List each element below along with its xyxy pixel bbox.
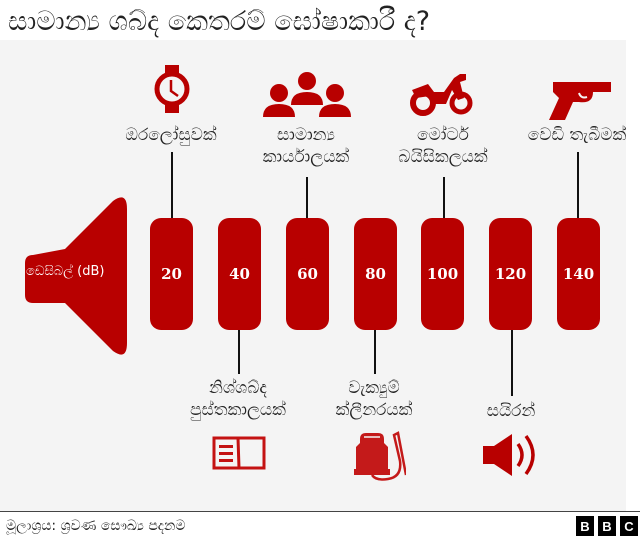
siren-speaker-icon [482,432,542,482]
connector-line [171,152,173,218]
bbc-logo-letter: B [598,516,616,536]
bar-100: 100 [421,218,464,330]
label-siren: සයිරන් [486,401,536,421]
speaker-icon [25,195,129,357]
gun-icon [549,80,613,124]
chart-title: සාමාන්‍ය ශබ්ද කෙතරම් ඝෝෂාකාරී ද? [8,6,431,37]
people-icon [262,71,352,121]
bar-40: 40 [218,218,261,330]
label-gun: වෙඩි තැබීමක් [527,125,627,145]
bbc-logo: B B C [576,516,638,536]
bbc-logo-letter: C [620,516,638,536]
connector-line [577,152,579,218]
source-note: මූලාශ්‍රය: ශ්‍රවණ සෞඛ්‍ය පදනම [6,518,186,534]
connector-line [443,177,445,218]
connector-line [238,330,240,374]
bar-120: 120 [489,218,532,330]
bar-20: 20 [150,218,193,330]
label-office: සාමාන්‍ය කාර්යාලයක් [262,125,350,167]
watch-icon [152,65,192,117]
connector-line [306,177,308,218]
footer-divider [0,511,640,512]
bar-60: 60 [286,218,329,330]
bar-140: 140 [557,218,600,330]
book-icon [212,436,266,474]
bbc-logo-letter: B [576,516,594,536]
motorcycle-icon [410,70,474,120]
bar-80: 80 [354,218,397,330]
connector-line [511,330,513,396]
label-library: නිශ්ශබ්ද පුස්තකාලයක් [190,378,286,420]
vacuum-cleaner-icon [350,431,408,487]
label-vacuum: වැක්‍යුම් ක්ලීනරයක් [335,378,413,420]
label-motorcycle: මෝටර් බයිසිකලයක් [398,125,488,167]
unit-label: ඩෙසිබල් (dB) [26,264,105,279]
label-watch: ඔරලෝසුවක් [125,125,217,145]
connector-line [374,330,376,374]
